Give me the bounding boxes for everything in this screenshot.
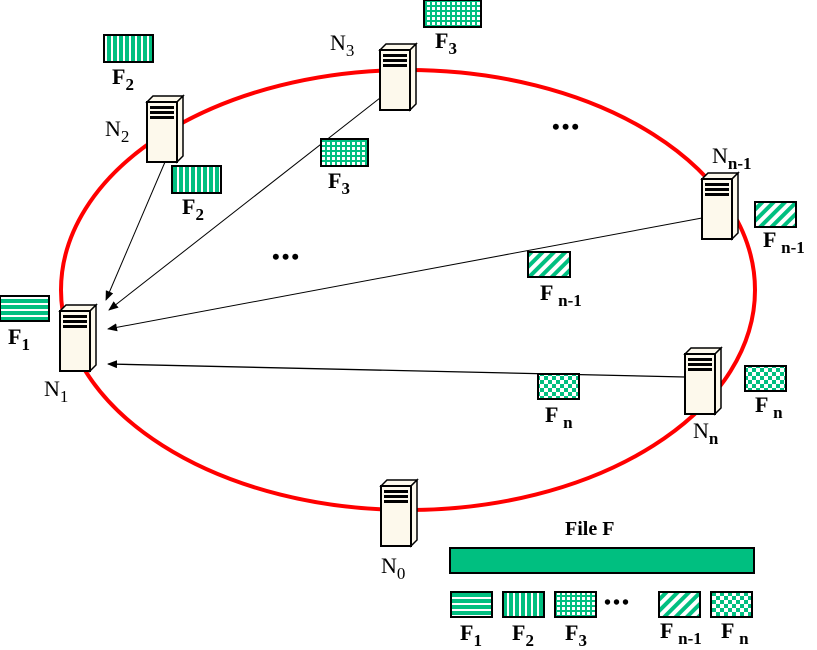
fragment-sub: n [563,413,573,432]
fragment-label-f3: F3 [328,168,350,198]
fragment-name: F [721,618,734,643]
fragment-label-fn1: F n-1 [540,280,582,310]
ellipsis-top: ••• [552,114,582,139]
fragment-f3 [320,138,369,167]
fragment-sub: 2 [195,205,204,224]
legend-f2 [502,591,545,618]
fragment-label-f2-top: F2 [112,64,134,94]
fragment-name: F [8,324,22,349]
fragment-name: F [540,280,553,305]
edge-nn-n1 [107,360,686,378]
legend-label-f1: F1 [460,620,482,650]
node-sub: n-1 [727,154,752,173]
node-name: N [330,30,346,55]
fragment-name: F [545,402,558,427]
edge-nn1-n1 [107,217,703,332]
fragment-sub: n-1 [678,629,702,648]
fragment-label-fn1-side: F n-1 [763,227,805,257]
legend-title: File F [565,518,615,540]
legend-label-fn: F n [721,618,749,648]
fragment-f2-top [103,34,154,63]
fragment-name: F [435,28,449,53]
legend-label-f3: F3 [565,620,587,650]
fragment-sub: 3 [448,39,457,58]
ellipsis-legend: ••• [604,592,632,614]
server-n0 [380,479,418,547]
server-n1 [59,304,97,372]
fragment-sub: 2 [525,631,534,650]
node-label-n0: N0 [381,553,406,583]
fragment-sub: 1 [473,631,482,650]
node-name: N [693,418,709,443]
fragment-fn [537,373,580,400]
legend-label-fn1: F n-1 [660,618,702,648]
node-label-n1: N1 [44,376,69,406]
node-label-n2: N2 [105,116,130,146]
legend-f3 [554,591,597,618]
node-sub: n [708,429,719,448]
node-name: N [381,553,397,578]
legend-label-f2: F2 [512,620,534,650]
fragment-sub: n [739,629,749,648]
edge-n3-n1 [108,97,381,311]
legend-fn [710,591,753,618]
fragment-name: F [763,227,776,252]
legend-f1 [450,591,493,618]
fragment-fn1-side [754,201,797,228]
fragment-name: F [660,618,673,643]
node-sub: 2 [120,127,130,146]
fragment-sub: 3 [578,631,587,650]
node-label-nn: Nn [693,418,719,448]
server-nn [684,347,722,415]
fragment-f2 [171,165,222,194]
node-label-nn1: Nn-1 [712,143,752,173]
fragment-sub: 2 [125,75,134,94]
fragment-sub: n [773,403,783,422]
ellipsis-middle: ••• [272,244,302,269]
fragment-sub: 3 [341,179,350,198]
fragment-label-f1: F1 [8,324,30,354]
fragment-name: F [328,168,342,193]
fragment-f3-top [423,0,482,28]
legend-fn1 [658,591,701,618]
server-n2 [146,95,184,163]
node-sub: 1 [59,387,69,406]
fragment-sub: n-1 [558,291,582,310]
fragment-fn1 [527,251,571,278]
node-sub: 0 [396,564,406,583]
fragment-name: F [460,620,474,645]
fragment-f1 [0,295,50,322]
fragment-name: F [112,64,126,89]
node-name: N [105,116,121,141]
fragment-name: F [755,392,768,417]
fragment-name: F [182,194,196,219]
fragment-label-f2: F2 [182,194,204,224]
fragment-sub: 1 [21,335,30,354]
edge-n2-n1 [105,161,166,301]
fragment-name: F [512,620,526,645]
fragment-label-f3-top: F3 [435,28,457,58]
server-n3 [379,43,417,111]
node-name: N [44,376,60,401]
node-name: N [712,143,728,168]
fragment-name: F [565,620,579,645]
fragment-label-fn: F n [545,402,573,432]
file-f-bar [449,547,755,574]
fragment-fn-side [744,365,787,392]
server-nn1 [701,172,739,240]
fragment-label-fn-side: F n [755,392,783,422]
fragment-sub: n-1 [781,238,805,257]
node-sub: 3 [345,41,355,60]
node-label-n3: N3 [330,30,355,60]
